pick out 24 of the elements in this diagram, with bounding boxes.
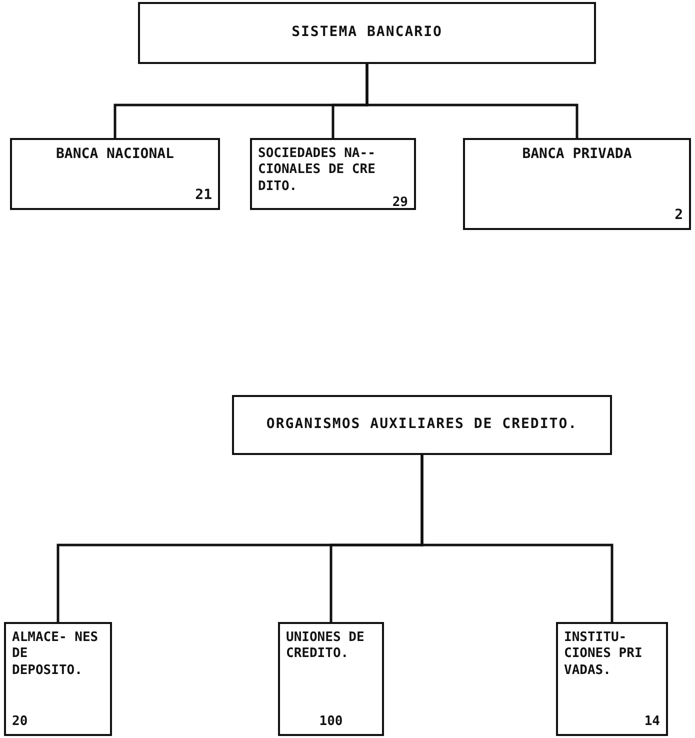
category-box xyxy=(463,138,691,230)
category-box xyxy=(4,622,112,736)
category-box xyxy=(556,622,668,736)
box-label: INSTITU- CIONES PRI VADAS. xyxy=(564,630,644,679)
count-number: 21 xyxy=(195,186,212,204)
header-box xyxy=(232,395,612,455)
box-label: BANCA NACIONAL xyxy=(54,146,175,164)
count-number: 100 xyxy=(319,714,343,730)
count-number: 29 xyxy=(392,194,408,211)
box-label: ORGANISMOS AUXILIARES DE CREDITO. xyxy=(266,416,578,434)
header-box xyxy=(138,2,596,64)
box-label: SOCIEDADES NA-- CIONALES DE CRE DITO. xyxy=(258,146,376,195)
category-box xyxy=(10,138,220,210)
count-number: 14 xyxy=(644,714,660,730)
count-number: 2 xyxy=(674,206,683,224)
box-label: UNIONES DE CREDITO. xyxy=(286,630,366,662)
box-label: BANCA PRIVADA xyxy=(521,146,633,164)
connector-line xyxy=(366,64,578,138)
connector-line xyxy=(420,455,614,622)
box-label: ALMACE- NES DE DEPOSITO. xyxy=(12,630,100,679)
category-box xyxy=(278,622,384,736)
category-box xyxy=(250,138,416,210)
count-number: 20 xyxy=(12,714,28,730)
box-label: SISTEMA BANCARIO xyxy=(292,24,442,42)
